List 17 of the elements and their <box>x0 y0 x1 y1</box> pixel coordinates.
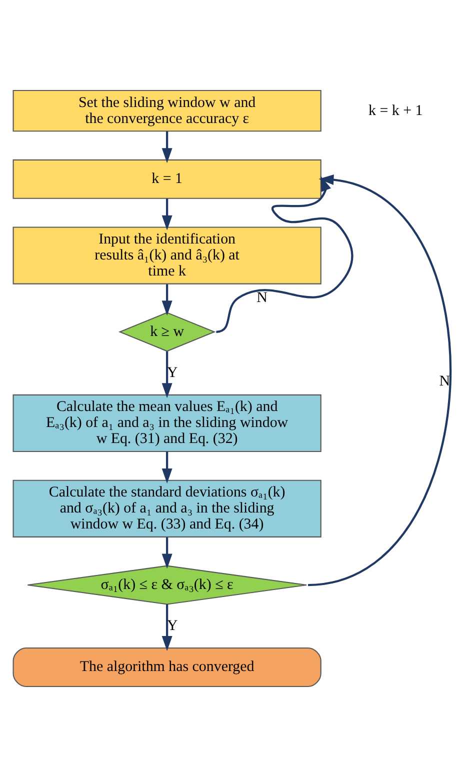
node-box: Set the sliding window w and the convergence accuracy ε <box>12 90 321 132</box>
node-box: The algorithm has converged <box>12 648 321 687</box>
node-diamond: k ≥ w <box>118 312 216 352</box>
arrow <box>161 284 172 316</box>
edge-label: N <box>256 290 267 306</box>
arrow <box>161 537 172 569</box>
arrow <box>161 131 172 164</box>
node-box: Calculate the mean values Eₐ₁(k) and Eₐ₃(k) of a₁ and a₃ in the sliding window w Eq. (31) and Eq. (32) <box>12 394 321 452</box>
label: k = k + 1 <box>368 102 422 119</box>
arrow <box>216 176 353 333</box>
arrow <box>161 198 172 230</box>
node-box: k = 1 <box>12 159 321 199</box>
node-box: Input the identification results â₁(k) and â₃(k) at time k <box>12 226 321 284</box>
arrow <box>307 174 451 586</box>
node-box: Calculate the standard deviations σₐ₁(k) and σₐ₃(k) of a₁ and a₃ in the sliding window w Eq. (33) and Eq. (34) <box>12 480 321 538</box>
arrow <box>161 452 172 484</box>
node-diamond: σₐ₁(k) ≤ ε & σₐ₃(k) ≤ ε <box>26 565 307 605</box>
